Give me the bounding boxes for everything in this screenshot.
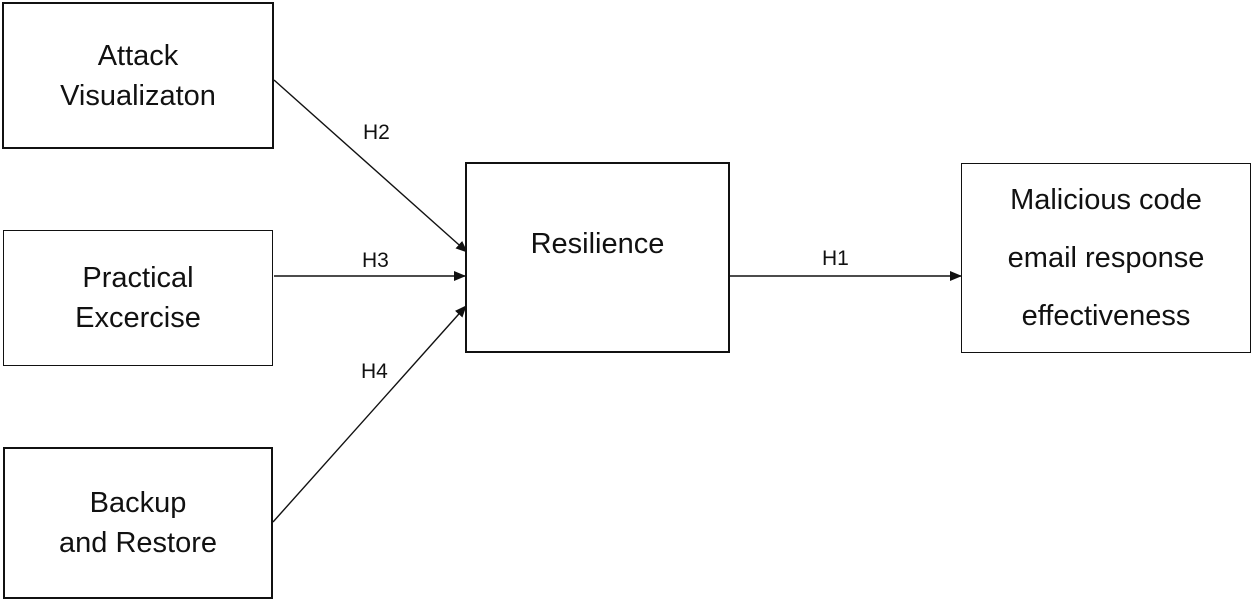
node-resilience: Resilience xyxy=(465,162,730,353)
node-label-line: Visualizaton xyxy=(60,79,216,112)
node-label-line: Practical xyxy=(82,262,194,294)
node-backup-and-restore: Backup and Restore xyxy=(3,447,273,599)
edge-h4-arrow xyxy=(272,305,467,523)
node-label-line: Backup xyxy=(89,487,187,519)
node-label-line: Malicious code xyxy=(1010,184,1202,216)
edge-label-h3: H3 xyxy=(362,249,389,272)
edge-label-h4: H4 xyxy=(361,360,388,383)
edge-label-h2: H2 xyxy=(363,121,390,144)
node-attack-visualization: Attack Visualizaton xyxy=(2,2,274,149)
node-practical-exercise: Practical Excercise xyxy=(3,230,273,366)
node-label-line: Attack xyxy=(97,39,179,72)
node-label-line: email response xyxy=(1007,242,1205,274)
edge-label-h1: H1 xyxy=(822,247,849,270)
node-label-line: effectiveness xyxy=(1021,300,1191,332)
node-label-line: Excercise xyxy=(75,302,201,334)
node-malicious-code-email-response-effectiveness: Malicious code email response effectiven… xyxy=(961,163,1251,353)
edge-h2-arrow xyxy=(273,79,468,253)
node-label-line: Resilience xyxy=(530,227,665,260)
node-label-line: and Restore xyxy=(59,527,217,559)
